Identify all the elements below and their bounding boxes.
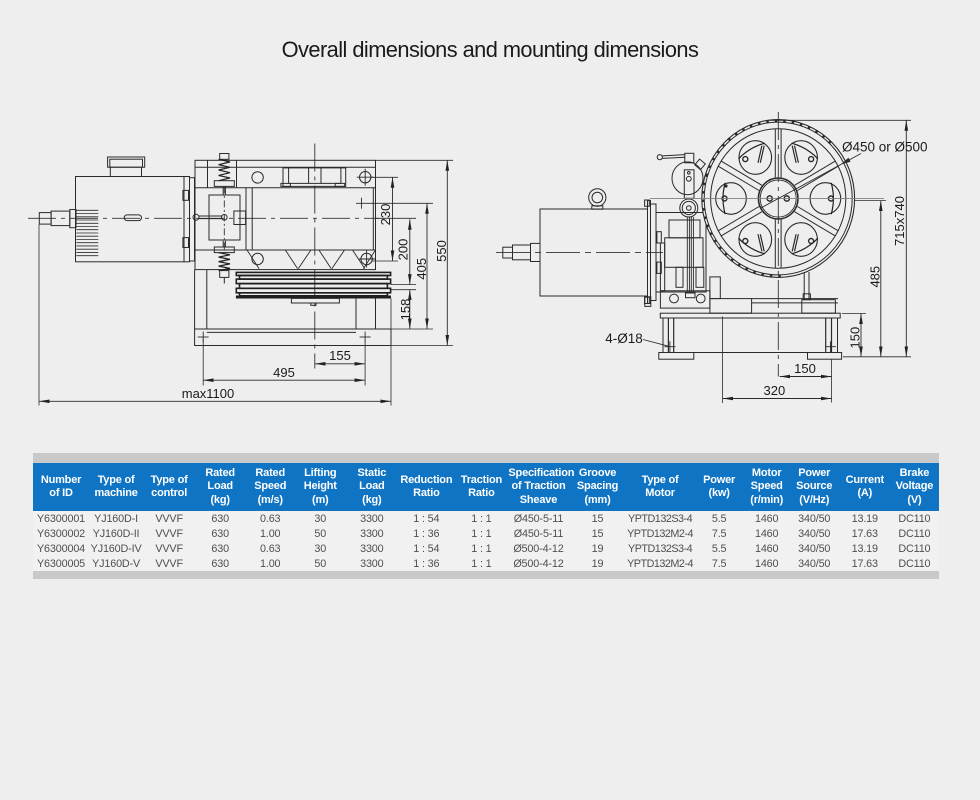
svg-text:495: 495 xyxy=(273,365,295,380)
svg-text:150: 150 xyxy=(848,327,863,349)
svg-text:715x740: 715x740 xyxy=(892,196,907,246)
svg-text:4-Ø18: 4-Ø18 xyxy=(605,331,643,346)
svg-text:max1100: max1100 xyxy=(182,386,235,401)
svg-text:320: 320 xyxy=(764,383,786,398)
svg-text:230: 230 xyxy=(378,204,393,226)
svg-text:405: 405 xyxy=(414,258,429,280)
svg-text:Ø450 or Ø500: Ø450 or Ø500 xyxy=(842,140,928,155)
svg-text:200: 200 xyxy=(396,239,411,261)
svg-text:150: 150 xyxy=(794,361,816,376)
svg-text:550: 550 xyxy=(434,240,449,262)
svg-text:155: 155 xyxy=(329,348,351,363)
svg-text:158: 158 xyxy=(398,299,413,321)
svg-text:485: 485 xyxy=(867,266,882,288)
